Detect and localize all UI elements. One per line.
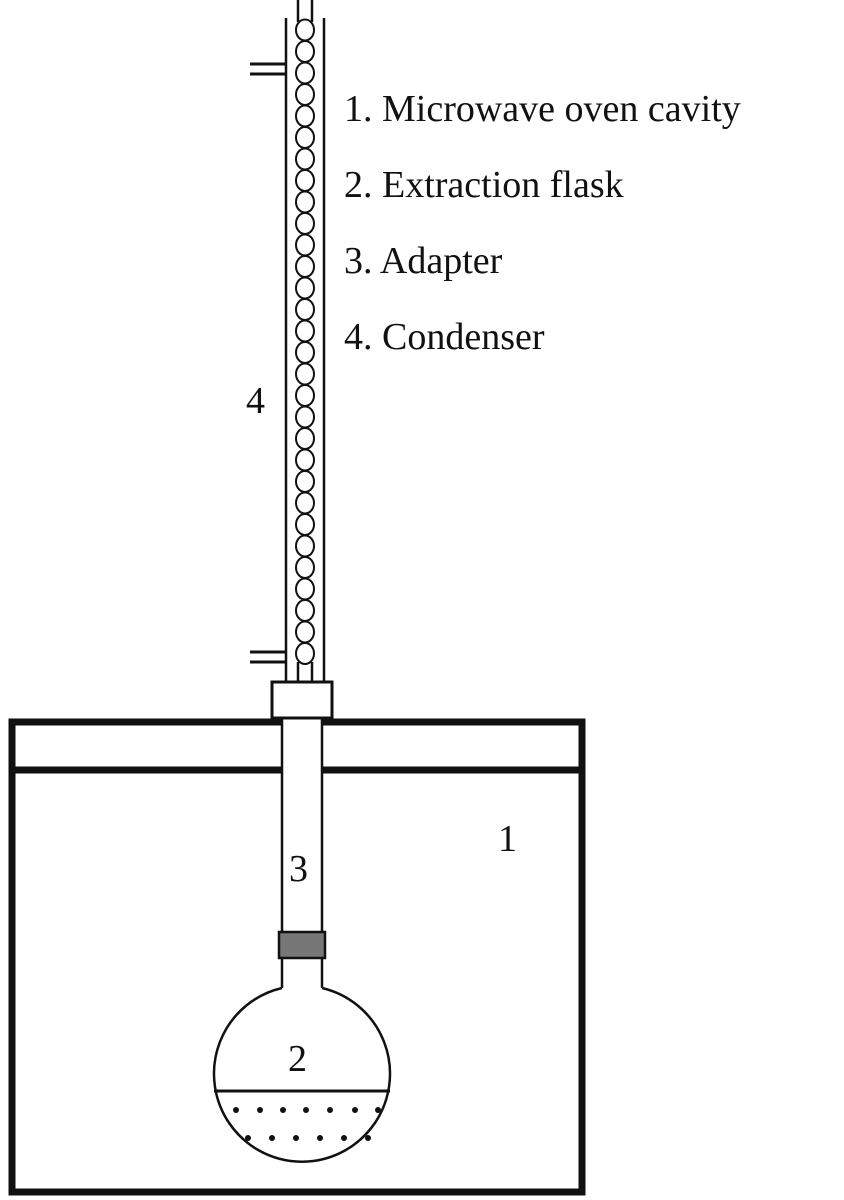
condenser-bulb [295, 620, 315, 644]
condenser-bulb [295, 298, 315, 321]
condenser-bulb [295, 83, 315, 106]
condenser-bulb [295, 384, 315, 407]
condenser-label: 4 [246, 380, 265, 422]
condenser-bulb [295, 556, 315, 579]
ground-glass-joint [270, 680, 334, 720]
joint-clamp [277, 930, 327, 960]
sample-particle [341, 1135, 347, 1141]
condenser-bulb [295, 642, 315, 665]
sample-particle [317, 1135, 323, 1141]
sample-particle [257, 1107, 263, 1113]
condenser-bulb [295, 276, 315, 300]
condenser-bulb [295, 190, 315, 214]
condenser-bulb [295, 255, 315, 278]
adapter-label: 3 [289, 848, 308, 890]
condenser-bulb [295, 405, 315, 429]
condenser-bulbs [295, 18, 315, 665]
legend-item-cavity: 1. Microwave oven cavity [344, 88, 741, 130]
condenser-bulb [295, 534, 315, 558]
condenser-bulb [295, 470, 315, 493]
sample-particle [303, 1107, 309, 1113]
condenser-bulb [295, 104, 315, 128]
condenser-bulb [295, 61, 315, 85]
condenser-bulb [295, 513, 315, 536]
sample-particle [365, 1135, 371, 1141]
sample-particle [293, 1135, 299, 1141]
sample-particle [352, 1107, 358, 1113]
sample-particle [327, 1107, 333, 1113]
legend-item-flask: 2. Extraction flask [344, 164, 624, 206]
condenser-bulb [295, 169, 315, 192]
sample-particle [269, 1135, 275, 1141]
sample-particle [233, 1107, 239, 1113]
condenser-bulb [295, 147, 315, 171]
sample-particles [233, 1107, 381, 1141]
condenser-bulb [295, 427, 315, 450]
condenser-bulb [295, 40, 315, 63]
sample-particle [280, 1107, 286, 1113]
condenser-bulb [295, 341, 315, 364]
condenser-bulb [295, 18, 315, 42]
legend-item-adapter: 3. Adapter [344, 240, 503, 282]
condenser-bulb [295, 491, 315, 515]
condenser-bulb [295, 319, 315, 343]
flask-label: 2 [288, 1038, 307, 1080]
extraction-flask [212, 986, 392, 1163]
sample-particle [375, 1107, 381, 1113]
condenser-bulb [295, 212, 315, 235]
condenser-bulb [295, 126, 315, 149]
condenser-bulb [295, 577, 315, 601]
sample-particle [245, 1135, 251, 1141]
condenser-bulb [295, 233, 315, 257]
legend-item-condenser: 4. Condenser [344, 316, 545, 358]
cavity-label: 1 [498, 818, 517, 860]
condenser-bulb [295, 448, 315, 472]
condenser-bulb [295, 599, 315, 622]
condenser-bulb [295, 362, 315, 386]
